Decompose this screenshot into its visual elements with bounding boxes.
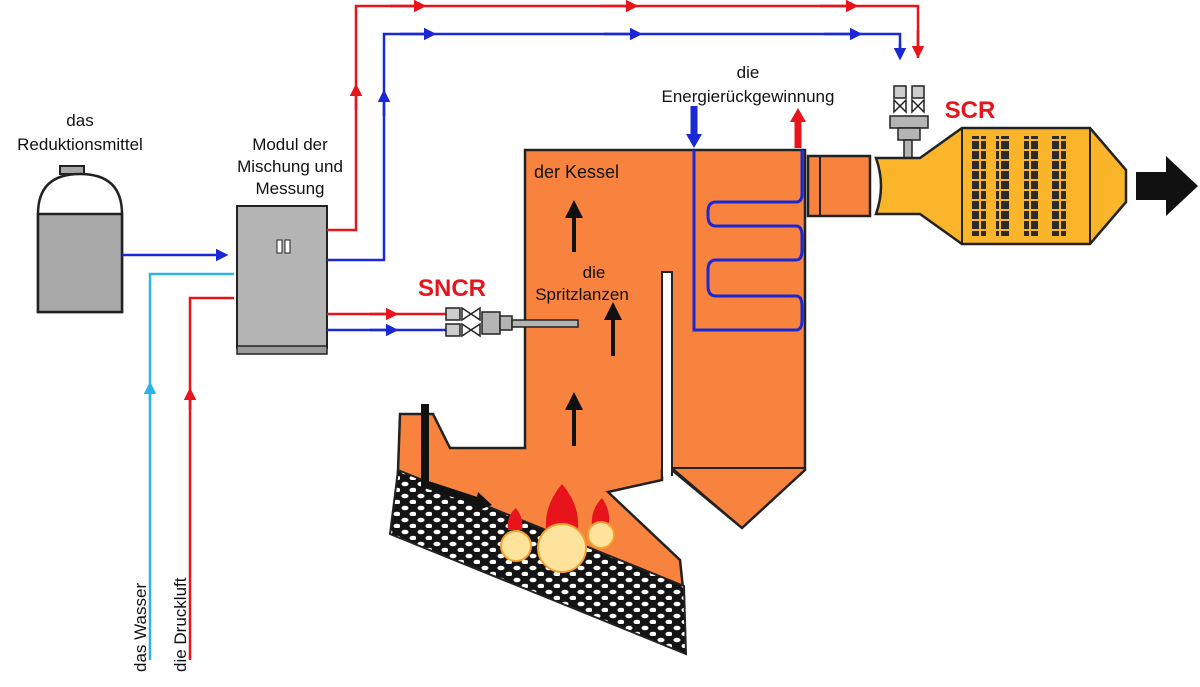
boiler-label: der Kessel — [534, 162, 619, 182]
air-label: die Druckluft — [171, 577, 190, 672]
sncr-supply-lines — [327, 307, 446, 337]
mixing-metering-module — [236, 205, 328, 355]
boiler — [388, 148, 872, 656]
reductant-label-line2: Reduktionsmittel — [17, 135, 143, 154]
energy-label-line2: Energierückgewinnung — [662, 87, 835, 106]
energy-recovery-coil — [686, 106, 806, 332]
module-label-line1: Modul der — [252, 135, 328, 154]
lances-label-line1: die — [583, 263, 606, 282]
reductant-tank — [36, 165, 124, 314]
module-label-line2: Mischung und — [237, 157, 343, 176]
energy-label-line1: die — [737, 63, 760, 82]
lances-label-line2: Spritzlanzen — [535, 285, 629, 304]
scr-supply-lines — [327, 0, 925, 262]
scr-label: SCR — [945, 97, 996, 124]
sncr-injector — [445, 306, 579, 338]
module-label-line3: Messung — [256, 179, 325, 198]
sncr-label: SNCR — [418, 275, 486, 302]
feed-lines — [122, 248, 234, 660]
water-label: das Wasser — [131, 583, 150, 672]
reductant-label-line1: das — [66, 111, 93, 130]
scr-reactor — [874, 126, 1198, 246]
